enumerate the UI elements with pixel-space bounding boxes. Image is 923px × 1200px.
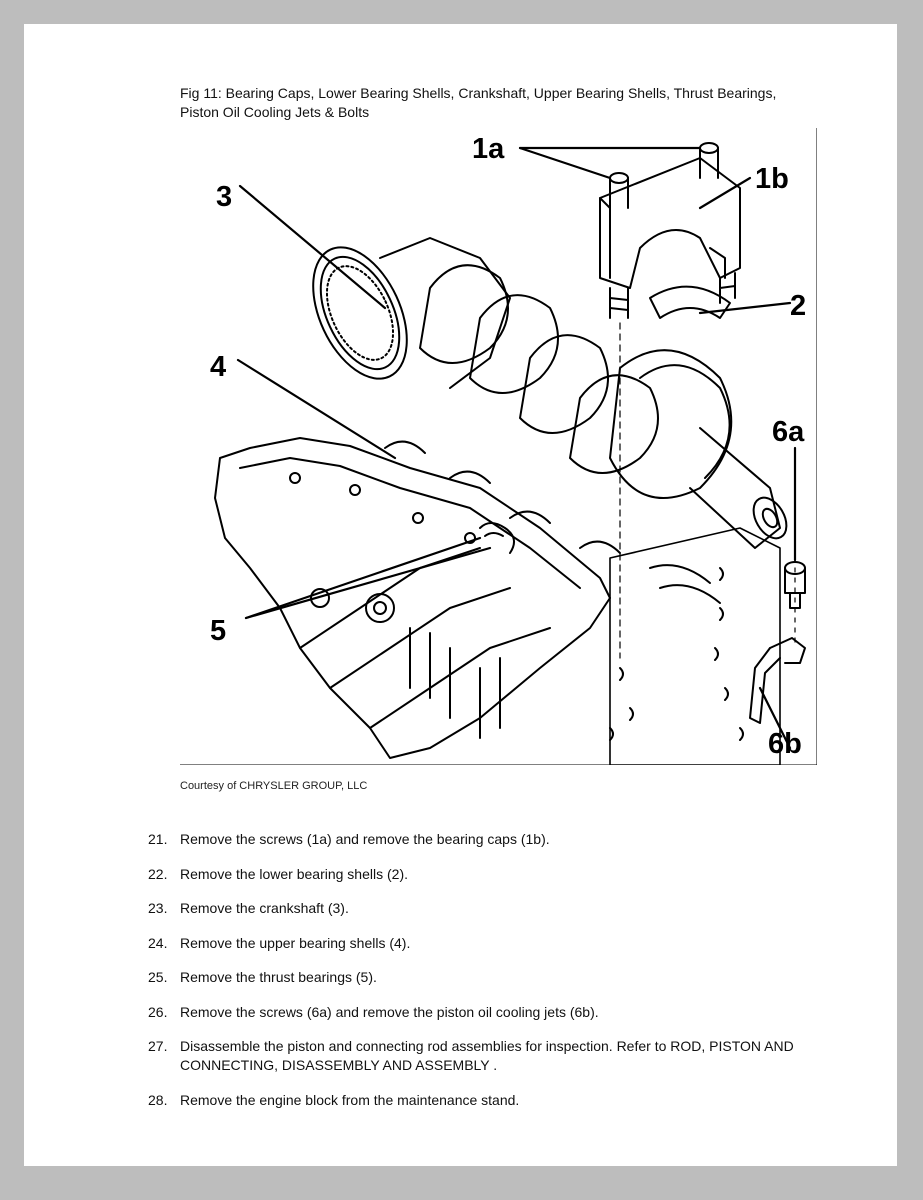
step-text: Remove the screws (1a) and remove the be… <box>180 831 550 847</box>
figure-caption: Fig 11: Bearing Caps, Lower Bearing Shel… <box>180 85 777 120</box>
step-text: Remove the lower bearing shells (2). <box>180 865 408 882</box>
step-item: 25. Remove the thrust bearings (5). <box>148 968 828 987</box>
step-number: 24. <box>148 934 168 951</box>
step-item: 27. Disassemble the piston and connectin… <box>148 1037 828 1075</box>
engine-block <box>214 437 611 759</box>
cooling-jet-screw <box>784 561 806 609</box>
piston-oil-cooling-jet <box>749 637 806 724</box>
crankshaft <box>312 237 788 549</box>
step-number: 21. <box>148 831 168 847</box>
crankshaft-illustration: 1a 1b 2 3 4 5 6a 6b <box>180 128 817 765</box>
step-item: 24. Remove the upper bearing shells (4). <box>148 934 828 953</box>
step-text: Remove the thrust bearings (5). <box>180 969 377 985</box>
step-item: 23. Remove the crankshaft (3). <box>148 899 828 918</box>
step-number: 25. <box>148 969 168 985</box>
figure-courtesy: Courtesy of CHRYSLER GROUP, LLC <box>180 780 368 792</box>
step-number: 23. <box>148 900 168 916</box>
lower-bearing-shell <box>649 285 731 319</box>
exploded-diagram: 1a 1b 2 3 4 5 6a 6b 6b <box>180 128 817 765</box>
crankshaft-snout <box>689 427 781 549</box>
callout-4: 4 <box>210 351 226 383</box>
step-text: Remove the engine block from the mainten… <box>180 1091 520 1108</box>
step-item: 28. Remove the engine block from the mai… <box>148 1091 828 1110</box>
step-text: Remove the upper bearing shells (4). <box>180 934 411 951</box>
bearing-cap <box>599 142 741 319</box>
callout-5: 5 <box>210 615 226 647</box>
procedure-steps: 21. Remove the screws (1a) and remove th… <box>148 830 828 1125</box>
step-text: Disassemble the piston and connecting ro… <box>180 1038 794 1073</box>
step-number: 27. <box>148 1038 168 1054</box>
callout-3: 3 <box>216 181 232 213</box>
step-number: 22. <box>148 865 168 882</box>
callout-6a: 6a <box>772 416 805 448</box>
callout-1b: 1b <box>755 163 789 195</box>
callout-2: 2 <box>790 290 806 322</box>
step-text: Remove the screws (6a) and remove the pi… <box>180 1003 599 1020</box>
step-text: Remove the crankshaft (3). <box>180 900 349 916</box>
callout-6b-overlay: 6b <box>768 728 802 760</box>
step-number: 26. <box>148 1003 168 1020</box>
step-item: 26. Remove the screws (6a) and remove th… <box>148 1003 828 1022</box>
step-number: 28. <box>148 1091 168 1108</box>
document-page: Fig 11: Bearing Caps, Lower Bearing Shel… <box>24 24 897 1166</box>
callout-1a: 1a <box>472 133 505 165</box>
step-item: 22. Remove the lower bearing shells (2). <box>148 865 828 884</box>
step-item: 21. Remove the screws (1a) and remove th… <box>148 830 828 849</box>
